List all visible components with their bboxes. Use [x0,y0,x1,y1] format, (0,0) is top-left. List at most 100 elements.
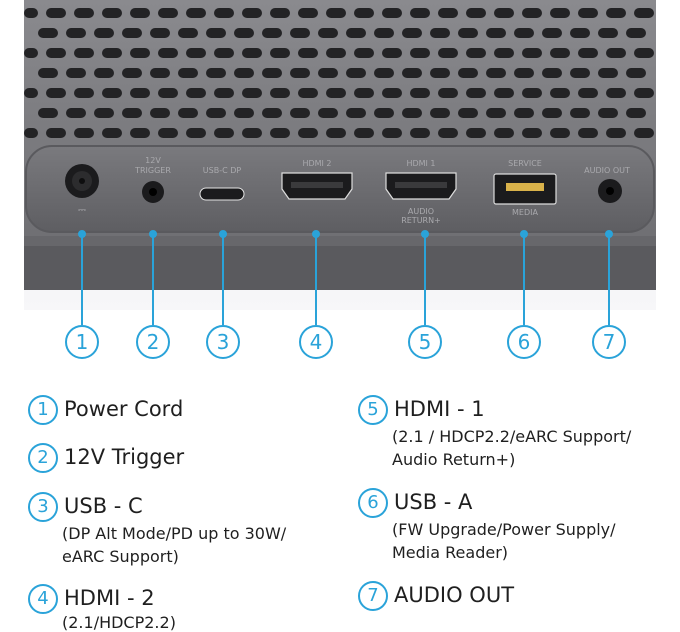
callout-dot [149,230,157,238]
grille-slot [24,8,38,18]
grille-slot [290,108,310,118]
grille-slot [206,108,226,118]
grille-slot [598,68,618,78]
grille-slot [290,68,310,78]
grille-slot [430,108,450,118]
grille-slot [262,108,282,118]
grille-slot [270,88,290,98]
grille-slot [242,8,262,18]
grille-slot [486,68,506,78]
audio-out-jack [598,179,622,203]
grille-slot [214,48,234,58]
grille-slot [326,88,346,98]
grille-slot [494,48,514,58]
legend-item-12v-trigger: 2 12V Trigger [28,442,286,473]
grille-slot [214,88,234,98]
grille-slot [626,28,646,38]
legend-title: USB - C [64,494,143,518]
legend-right: 5 HDMI - 1 (2.1 / HDCP2.2/eARC Support/ … [358,394,631,611]
grille-slot [318,108,338,118]
grille-slot [74,48,94,58]
grille-slot [514,28,534,38]
number-5-icon: 5 [358,395,388,425]
grille-slot [458,28,478,38]
grille-slot [626,108,646,118]
grille-slot [606,128,626,138]
grille-slot [158,8,178,18]
grille-slot [522,128,542,138]
grille-slot [298,48,318,58]
grille-slot [46,128,66,138]
grille-slot [298,88,318,98]
grille-slot [486,28,506,38]
legend-item-usb-a: 6 USB - A (FW Upgrade/Power Supply/ Medi… [358,487,631,564]
device-photo: ⎓ 12V TRIGGER USB-C DP HDMI 2 HDMI 1 AUD… [24,0,656,359]
grille-slot [430,68,450,78]
power-port [65,164,99,198]
trigger-jack [142,181,164,203]
grille-slot [94,68,114,78]
grille-slot [374,28,394,38]
callout-number: 7 [603,330,616,354]
grille-slot [270,8,290,18]
grille-slot [24,128,38,138]
callout-number-circle [136,325,170,359]
grille-slot [270,48,290,58]
legend-title: 12V Trigger [64,445,185,469]
grille-slot [634,48,654,58]
grille-slot [402,108,422,118]
grille-slot [94,108,114,118]
grille-slot [522,48,542,58]
legend-desc-line: (DP Alt Mode/PD up to 30W/ [62,524,287,543]
grille-slot [122,68,142,78]
port-label-12v: 12V [145,156,161,165]
grille-slot [346,28,366,38]
port-label-return: RETURN+ [401,216,441,225]
grille-slot [178,68,198,78]
grille-slot [382,8,402,18]
grille-slot [550,128,570,138]
grille-slot [186,128,206,138]
grille-slot [234,28,254,38]
number-6-icon: 6 [358,488,388,518]
grille-slot [410,88,430,98]
grille-slot [318,68,338,78]
grille-slot [354,48,374,58]
callout-dot [312,230,320,238]
legend-desc-line: (2.1 / HDCP2.2/eARC Support/ [392,427,632,446]
callout-dot [219,230,227,238]
grille-slot [382,48,402,58]
grille-slot [206,28,226,38]
grille-slot [214,8,234,18]
grille-slot [262,68,282,78]
legend-item-hdmi-1: 5 HDMI - 1 (2.1 / HDCP2.2/eARC Support/ … [358,394,631,471]
callout-number-circle [507,325,541,359]
grille-slot [354,128,374,138]
grille-slot [262,28,282,38]
grille-slot [486,108,506,118]
number-2-icon: 2 [28,443,58,473]
usb-a-port [493,173,557,205]
grille-slot [242,88,262,98]
grille-slot [270,128,290,138]
grille-slot [550,48,570,58]
grille-slot [158,48,178,58]
port-label-service: SERVICE [508,159,542,168]
legend-title: AUDIO OUT [394,583,515,607]
legend-title: HDMI - 2 [64,586,155,610]
grille-slot [578,88,598,98]
grille-slot [634,128,654,138]
grille-slot [242,48,262,58]
grille-slot [438,48,458,58]
legend-desc-line: Audio Return+) [392,450,516,469]
callout-number-circle [592,325,626,359]
grille-slot [494,88,514,98]
callout-number: 6 [518,330,531,354]
grille-slot [570,28,590,38]
legend-left: 1 Power Cord 2 12V Trigger 3 USB - C (DP… [28,394,286,632]
grille-slot [234,68,254,78]
grille-slot [466,8,486,18]
grille-slot [626,68,646,78]
usb-c-port [199,187,245,201]
grille-slot [102,48,122,58]
